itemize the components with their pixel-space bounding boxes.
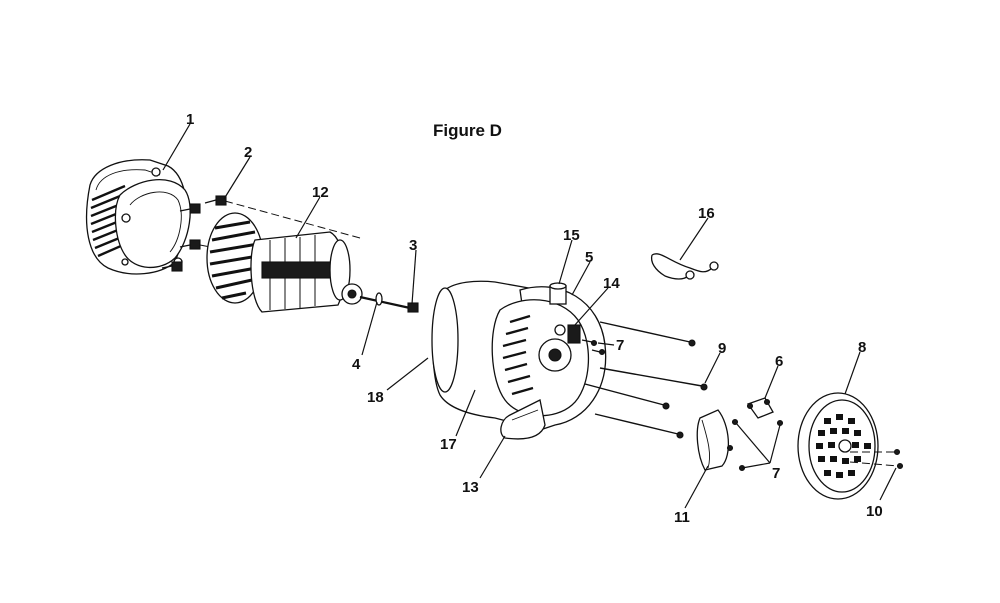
callout-7-lower: 7 (772, 465, 780, 482)
part-9-long-bolts (584, 321, 708, 439)
callout-2: 2 (244, 144, 252, 161)
callout-12: 12 (312, 184, 329, 201)
figure-title: Figure D (433, 121, 502, 140)
callout-6: 6 (775, 353, 783, 370)
part-8-end-cover (797, 392, 879, 500)
part-16-wire-harness (650, 253, 719, 280)
part-3-through-bolt (359, 295, 419, 313)
callout-14: 14 (603, 275, 620, 292)
callout-16: 16 (698, 205, 715, 222)
part-17-frame (491, 282, 607, 440)
callout-17: 17 (440, 436, 457, 453)
callout-7-upper: 7 (616, 337, 624, 354)
callout-15: 15 (563, 227, 580, 244)
part-4-washer (375, 292, 383, 306)
callout-18: 18 (367, 389, 384, 406)
part-11-cover-plate (696, 409, 730, 471)
callout-5: 5 (585, 249, 593, 266)
part-2-bolts (161, 195, 227, 272)
part-10-screws (849, 448, 904, 470)
part-7-screws-upper (581, 339, 606, 356)
callout-9: 9 (718, 340, 726, 357)
callout-1: 1 (186, 111, 194, 128)
part-6-bracket (746, 397, 774, 419)
part-12-rotor-fan (206, 212, 363, 313)
callout-10: 10 (866, 503, 883, 520)
callout-13: 13 (462, 479, 479, 496)
callout-11: 11 (674, 509, 690, 526)
part-1-rear-housing (85, 159, 191, 275)
leader-lines (162, 123, 897, 509)
callout-8: 8 (858, 339, 866, 356)
callout-3: 3 (409, 237, 417, 254)
callout-4: 4 (352, 356, 361, 373)
